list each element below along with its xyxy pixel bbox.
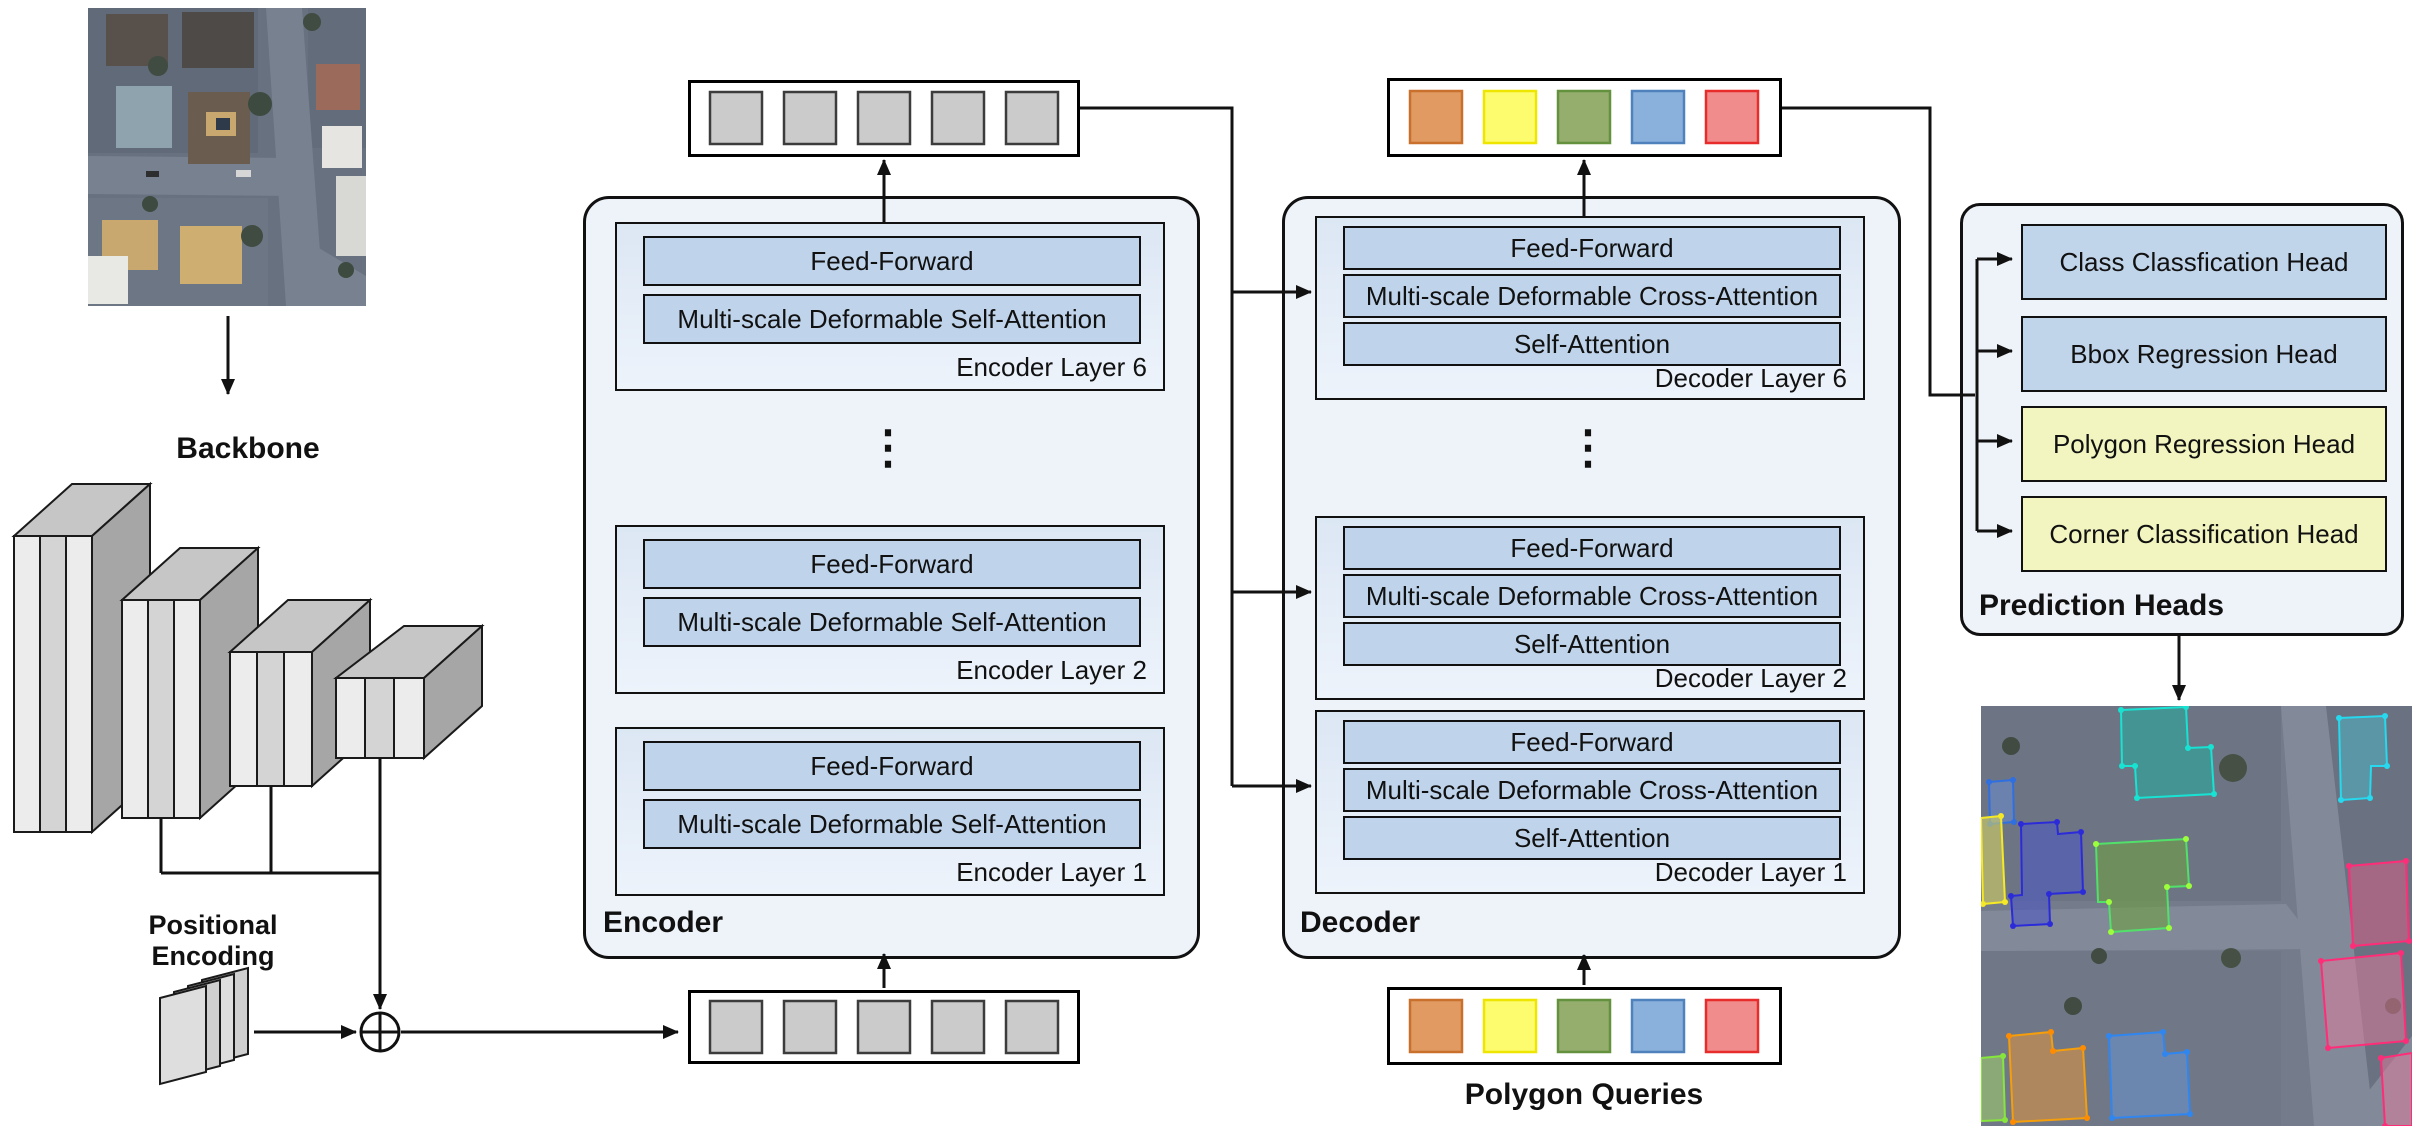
building-polygon-blue-bottom xyxy=(2106,1029,2193,1121)
query-token-red xyxy=(1704,998,1760,1054)
query-token-orange xyxy=(1408,89,1464,145)
building-polygon-blue-small xyxy=(1986,777,2017,827)
self-attention-block: Multi-scale Deformable Self-Attention xyxy=(643,294,1141,344)
layer-name: Encoder Layer 2 xyxy=(956,655,1147,685)
corner-classification-head: Corner Classification Head xyxy=(2021,496,2387,572)
layer-name: Decoder Layer 6 xyxy=(1654,363,1847,393)
feed-forward-block: Feed-Forward xyxy=(1343,226,1841,270)
decoder-ellipsis: ⋮ xyxy=(1565,421,1611,473)
output-aerial-image xyxy=(1981,706,2412,1126)
feature-token xyxy=(856,90,912,146)
building-polygon-indigo xyxy=(2008,819,2086,929)
self-attention-block: Multi-scale Deformable Self-Attention xyxy=(643,597,1141,647)
positional-encoding-label: Positional Encoding xyxy=(148,910,278,971)
prediction-heads-label: Prediction Heads xyxy=(1979,589,2225,622)
building-polygon-pink-3 xyxy=(2378,1051,2412,1126)
feature-token xyxy=(856,999,912,1055)
feed-forward-block: Feed-Forward xyxy=(1343,526,1841,570)
self-attention-block: Multi-scale Deformable Self-Attention xyxy=(643,799,1141,849)
feature-token xyxy=(782,90,838,146)
decoder-layer-6: Feed-Forward Multi-scale Deformable Cros… xyxy=(1315,216,1865,400)
building-polygon-yellow xyxy=(1981,813,2008,907)
encoder-ellipsis: ⋮ xyxy=(865,421,911,473)
encoder-layer-2: Feed-Forward Multi-scale Deformable Self… xyxy=(615,525,1165,694)
encoder-input-tokens xyxy=(688,990,1080,1064)
query-token-yellow xyxy=(1482,89,1538,145)
query-token-green xyxy=(1556,998,1612,1054)
polygon-queries-label: Polygon Queries xyxy=(1464,1078,1704,1111)
feed-forward-block: Feed-Forward xyxy=(643,539,1141,589)
query-token-blue xyxy=(1630,89,1686,145)
circle-plus-icon xyxy=(359,1011,401,1053)
query-token-red xyxy=(1704,89,1760,145)
self-attention-block: Self-Attention xyxy=(1343,322,1841,366)
query-token-orange xyxy=(1408,998,1464,1054)
building-polygon-cyan xyxy=(2336,713,2390,803)
query-token-yellow xyxy=(1482,998,1538,1054)
layer-name: Decoder Layer 1 xyxy=(1654,857,1847,887)
polygon-query-tokens xyxy=(1387,987,1782,1065)
feature-token xyxy=(1004,999,1060,1055)
bbox-regression-head: Bbox Regression Head xyxy=(2021,316,2387,392)
feed-forward-block: Feed-Forward xyxy=(643,236,1141,286)
building-polygon-orange xyxy=(2006,1029,2090,1125)
building-polygon-teal xyxy=(2118,706,2217,801)
cross-attention-block: Multi-scale Deformable Cross-Attention xyxy=(1343,768,1841,812)
encoder-output-tokens xyxy=(688,80,1080,157)
layer-name: Decoder Layer 2 xyxy=(1654,663,1847,693)
prediction-heads-container: Class Classfication Head Bbox Regression… xyxy=(1960,203,2404,636)
self-attention-block: Self-Attention xyxy=(1343,816,1841,860)
positional-encoding-stack xyxy=(159,966,249,1086)
building-polygon-green xyxy=(2093,836,2192,935)
backbone-pyramid xyxy=(11,481,485,835)
query-token-green xyxy=(1556,89,1612,145)
decoder-label: Decoder xyxy=(1300,906,1421,939)
layer-name: Encoder Layer 1 xyxy=(956,857,1147,887)
feature-token xyxy=(930,999,986,1055)
encoder-label: Encoder xyxy=(603,906,724,939)
backbone-label: Backbone xyxy=(176,432,320,465)
building-polygon-lightgreen xyxy=(1981,1053,2008,1123)
decoder-layer-2: Feed-Forward Multi-scale Deformable Cros… xyxy=(1315,516,1865,700)
feature-token xyxy=(930,90,986,146)
polygon-regression-head: Polygon Regression Head xyxy=(2021,406,2387,482)
class-classification-head: Class Classfication Head xyxy=(2021,224,2387,300)
layer-name: Encoder Layer 6 xyxy=(956,352,1147,382)
feature-token xyxy=(708,999,764,1055)
cross-attention-block: Multi-scale Deformable Cross-Attention xyxy=(1343,574,1841,618)
feed-forward-block: Feed-Forward xyxy=(1343,720,1841,764)
decoder-layer-1: Feed-Forward Multi-scale Deformable Cros… xyxy=(1315,710,1865,894)
encoder-layer-6: Feed-Forward Multi-scale Deformable Self… xyxy=(615,222,1165,391)
feature-token xyxy=(708,90,764,146)
feature-token xyxy=(782,999,838,1055)
building-polygon-pink-2 xyxy=(2318,950,2409,1051)
encoder-layer-1: Feed-Forward Multi-scale Deformable Self… xyxy=(615,727,1165,896)
self-attention-block: Self-Attention xyxy=(1343,622,1841,666)
input-aerial-image xyxy=(88,8,366,306)
decoder-output-tokens xyxy=(1387,78,1782,157)
building-polygon-pink-1 xyxy=(2346,858,2412,949)
query-token-blue xyxy=(1630,998,1686,1054)
feature-token xyxy=(1004,90,1060,146)
cross-attention-block: Multi-scale Deformable Cross-Attention xyxy=(1343,274,1841,318)
feed-forward-block: Feed-Forward xyxy=(643,741,1141,791)
